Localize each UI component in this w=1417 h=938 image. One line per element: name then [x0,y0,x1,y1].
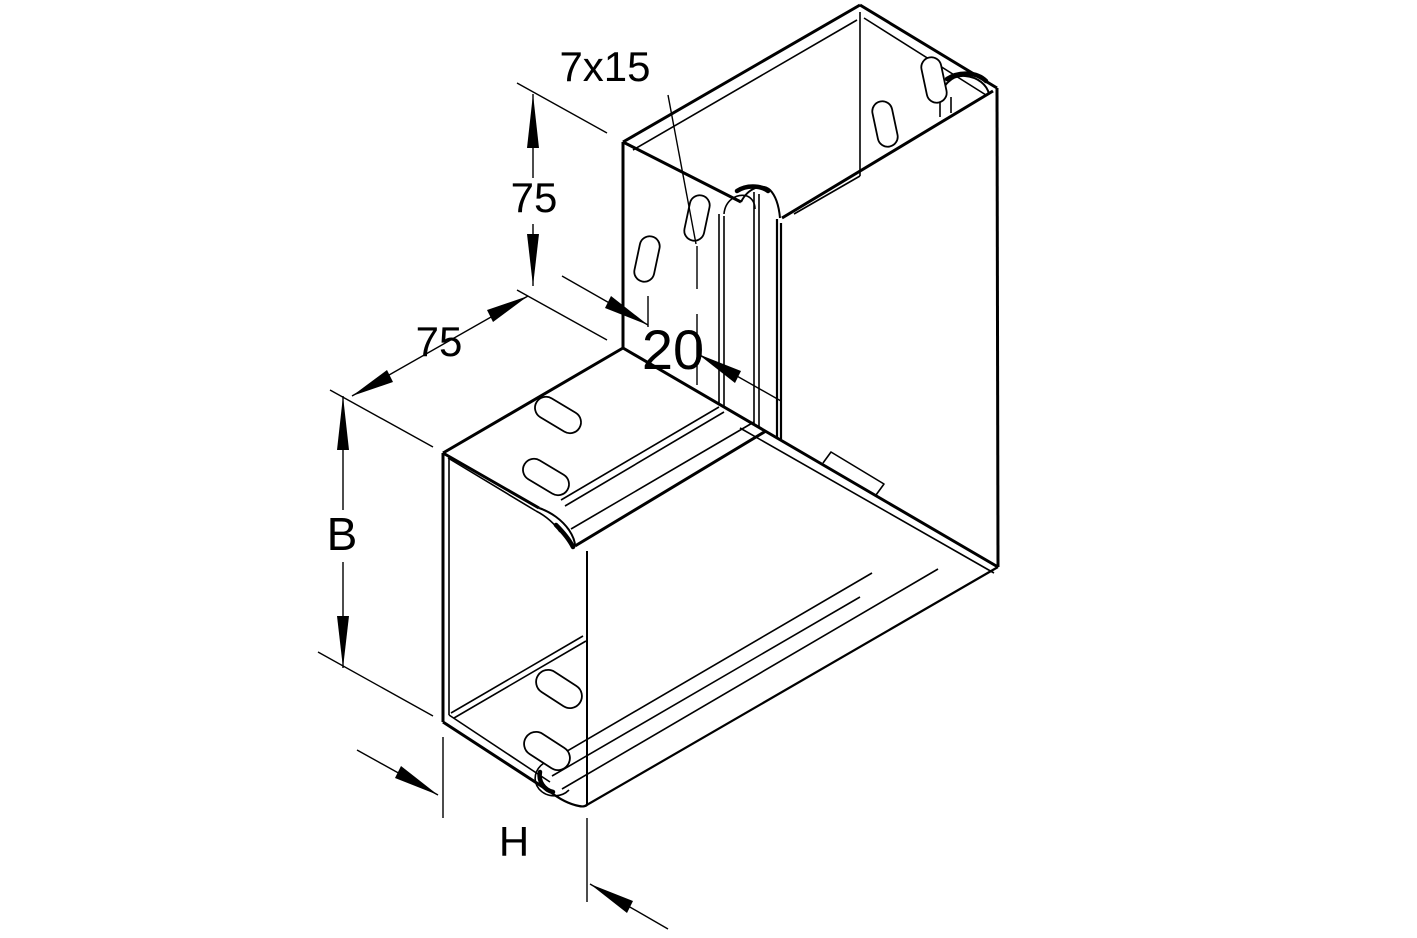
slot-size-label: 7x15 [559,43,650,90]
dimension-annotations: 75 75 B H [317,43,782,930]
top-face-hem-lines [560,406,755,530]
horizontal-duct [441,346,999,808]
open-end-profile [447,457,588,808]
right-hem [939,71,990,117]
bottom-face-hem-lines [450,568,939,790]
vertical-duct-interior [632,12,995,574]
arrowhead-down [527,234,539,286]
dim-H-label: H [499,818,529,865]
slot-hole [523,731,571,771]
dim-20-label: 20 [642,318,704,381]
dim-75-vertical-label: 75 [511,174,558,221]
dim-75-width-label: 75 [416,318,463,365]
vertical-duct-far-wall-slots [871,56,948,148]
slot-hole [534,395,582,435]
slot-hole [871,100,899,148]
slot-hole [535,669,583,709]
dimension-H: H [356,737,669,930]
horizontal-duct-bottom-slots [523,669,583,771]
slot-hole [522,457,570,497]
dim-B-label: B [327,508,358,560]
slot-hole [633,235,661,283]
slot-size-callout: 7x15 [559,43,697,245]
vertical-duct-outline [621,3,1000,569]
dimension-20: 20 [561,246,782,402]
vertical-duct [621,3,1000,574]
slot-hole [920,56,948,104]
horizontal-duct-top-slots [522,395,582,497]
corner-seam-tab [822,451,885,496]
dimension-75-vertical: 75 [511,82,608,341]
slot-hole [683,194,711,242]
arrowhead-up [527,94,539,148]
arrowhead-lower-left [352,370,393,396]
arrowhead-down [337,616,349,668]
front-left-hem [718,184,783,439]
arrowhead-lower-right [395,766,438,795]
vertical-duct-left-wall-slots [633,194,711,283]
dimension-75-width: 75 [329,295,529,448]
horizontal-duct-outline [441,346,999,807]
arrowhead-up [337,396,349,450]
arrowhead-upper-left [590,884,633,913]
arrowhead-lower-right [605,296,648,325]
arrowhead-upper-right [487,296,528,322]
dimension-B: B [317,396,434,717]
arrowhead-upper-left [698,354,741,383]
